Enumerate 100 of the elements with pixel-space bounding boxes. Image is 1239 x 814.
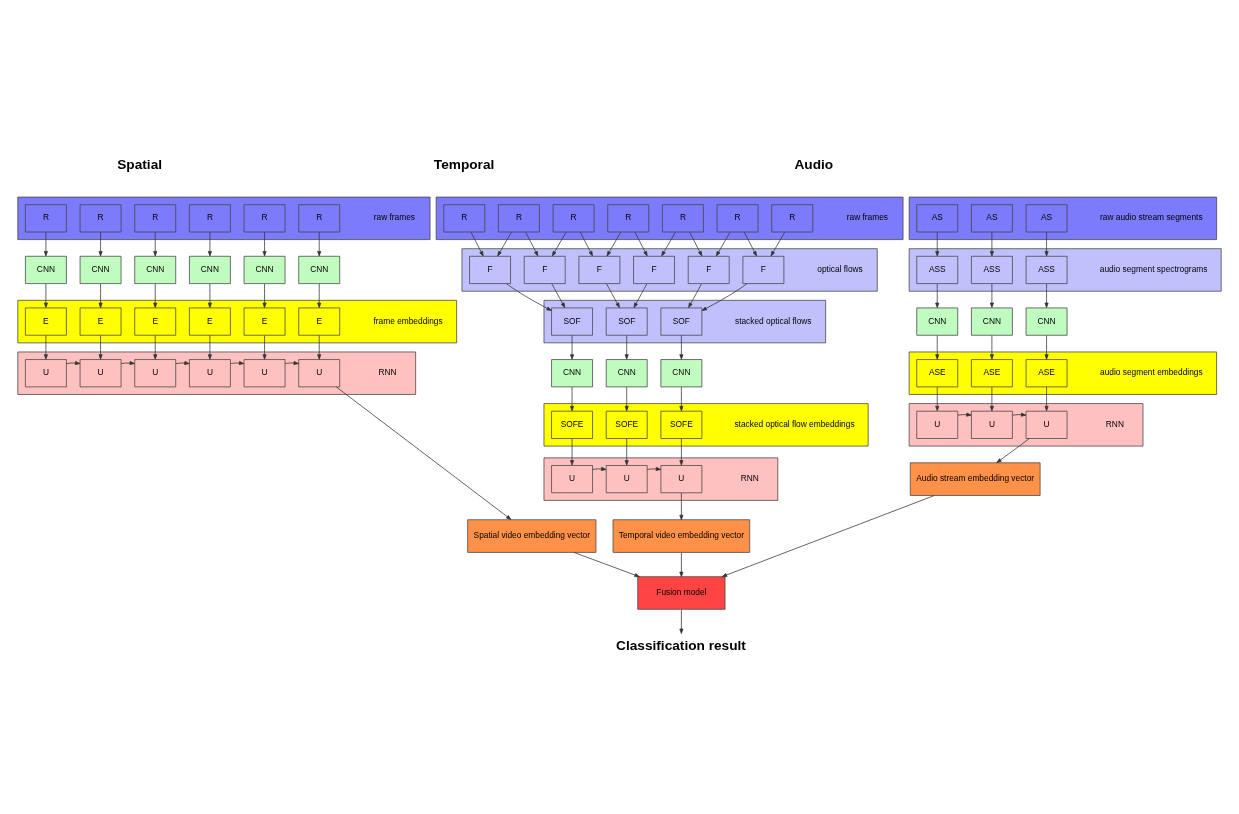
- arrow: [989, 283, 994, 308]
- arrow: [153, 335, 158, 360]
- arrow: [688, 283, 702, 308]
- arrow: [957, 412, 972, 417]
- arrow: [679, 552, 684, 578]
- node-box: U: [189, 359, 231, 388]
- node-box: F: [633, 255, 675, 284]
- node-box: F: [523, 255, 566, 284]
- node-label: RNN: [378, 367, 397, 378]
- node-box: SOFE: [551, 410, 593, 439]
- node-box: R: [443, 204, 486, 233]
- node-box: ASE: [916, 359, 959, 388]
- arrow: [715, 231, 731, 257]
- arrow: [207, 335, 212, 360]
- node-box: CNN: [79, 255, 122, 284]
- arrow: [989, 386, 994, 412]
- node-box: R: [662, 204, 704, 233]
- arrow: [284, 361, 299, 365]
- node-text: Classification result: [616, 637, 746, 653]
- node-label: optical flows: [817, 264, 863, 275]
- arrow: [1044, 283, 1049, 308]
- arrow: [606, 283, 620, 308]
- node-box: E: [134, 307, 177, 336]
- node-box: R: [25, 204, 67, 233]
- arrow: [230, 361, 245, 365]
- node-box: U: [551, 465, 593, 494]
- label: Audio: [794, 157, 834, 173]
- node-box: E: [189, 307, 231, 336]
- arrow: [661, 231, 676, 257]
- arrow: [935, 283, 940, 308]
- node-box: U: [971, 410, 1013, 439]
- node-box: SOF: [660, 307, 703, 336]
- arrow: [153, 231, 158, 257]
- node-box: Audio stream embedding vector: [909, 462, 1041, 496]
- node-box: F: [469, 255, 511, 284]
- arrow: [1044, 335, 1049, 360]
- arrow: [262, 335, 267, 360]
- node-label: stacked optical flows: [734, 315, 812, 326]
- node-box: R: [607, 204, 650, 233]
- arrow: [43, 335, 48, 360]
- node-box: CNN: [971, 307, 1013, 336]
- arrow: [506, 283, 552, 311]
- arrow: [470, 231, 484, 257]
- arrow: [634, 231, 648, 257]
- node-box: CNN: [916, 307, 959, 336]
- node-box: U: [25, 359, 67, 388]
- arrow: [66, 361, 81, 365]
- node-box: E: [243, 307, 286, 336]
- node-box: SOF: [551, 307, 593, 336]
- arrow: [721, 495, 935, 578]
- arrow: [770, 231, 786, 257]
- arrow: [98, 283, 103, 308]
- arrow: [996, 438, 1030, 464]
- node-label: RNN: [740, 473, 759, 484]
- arrow: [592, 467, 607, 471]
- node-box: R: [134, 204, 177, 233]
- label: Spatial: [117, 157, 163, 173]
- arrow: [570, 386, 574, 412]
- arrow: [679, 492, 684, 521]
- arrow: [551, 283, 566, 308]
- node-box: CNN: [25, 255, 67, 284]
- node-box: AS: [1025, 204, 1068, 233]
- arrow: [262, 231, 267, 257]
- arrow: [43, 283, 48, 308]
- arrow: [935, 386, 940, 412]
- node-box: U: [79, 359, 122, 388]
- node-box: R: [189, 204, 231, 233]
- node-box: E: [25, 307, 67, 336]
- arrow: [98, 231, 103, 257]
- node-box: R: [498, 204, 540, 233]
- arrow: [262, 283, 267, 308]
- node-box: F: [687, 255, 730, 284]
- node-box: SOF: [605, 307, 648, 336]
- node-box: U: [1025, 410, 1068, 439]
- node-box: SOFE: [605, 410, 648, 439]
- node-box: Spatial video embedding vector: [467, 519, 597, 553]
- node-box: SOFE: [660, 410, 703, 439]
- node-box: ASS: [1025, 255, 1068, 284]
- arrow: [935, 335, 940, 360]
- arrow: [633, 283, 648, 308]
- arrow: [624, 386, 629, 412]
- node-box: R: [771, 204, 814, 233]
- node-box: F: [578, 255, 621, 284]
- cluster: [17, 196, 431, 240]
- arrow: [335, 386, 512, 520]
- node-box: CNN: [1025, 307, 1068, 336]
- node-label: stacked optical flow embeddings: [734, 418, 855, 429]
- arrow: [497, 231, 512, 257]
- node-box: U: [916, 410, 959, 439]
- node-box: AS: [971, 204, 1013, 233]
- node-label: raw frames: [373, 212, 416, 223]
- arrow: [624, 438, 629, 466]
- arrow: [175, 361, 190, 365]
- node-box: CNN: [660, 359, 703, 388]
- arrow: [317, 283, 322, 308]
- cluster: [908, 196, 1218, 240]
- node-box: CNN: [134, 255, 177, 284]
- arrow: [1044, 386, 1049, 412]
- node-box: R: [716, 204, 759, 233]
- label: Temporal: [433, 157, 495, 173]
